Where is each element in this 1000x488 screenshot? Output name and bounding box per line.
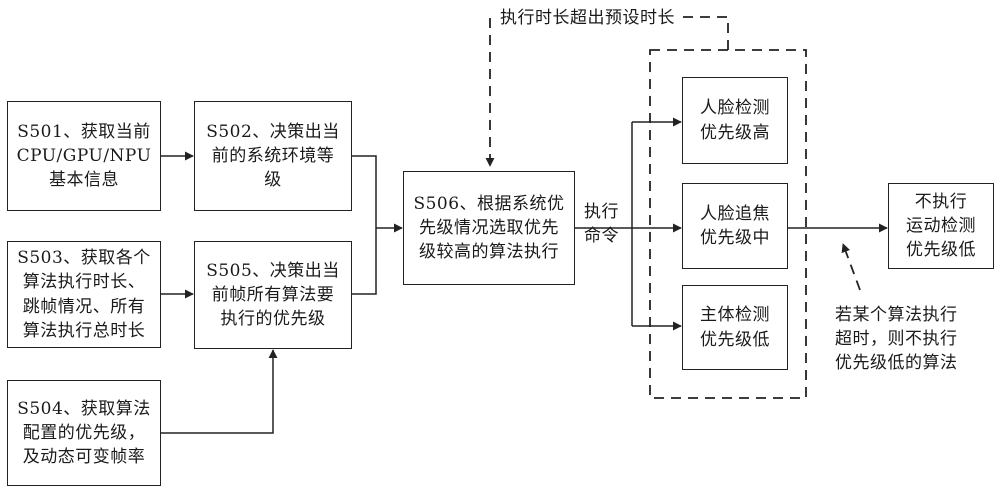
face-track-box: 人脸追焦 优先级中 — [682, 183, 788, 269]
step-s501-text: S501、获取当前 CPU/GPU/NPU 基本信息 — [16, 121, 152, 191]
step-s502-text: S502、决策出当 前的系统环境等 级 — [206, 121, 340, 191]
step-s502-box: S502、决策出当 前的系统环境等 级 — [194, 101, 352, 211]
arrow-s504-to-s505 — [160, 349, 278, 434]
subject-detect-text: 主体检测 优先级低 — [700, 305, 770, 350]
connector-s502-merge — [352, 155, 377, 228]
step-s501-box: S501、获取当前 CPU/GPU/NPU 基本信息 — [7, 101, 161, 211]
motion-box: 不执行 运动检测 优先级低 — [888, 183, 994, 269]
timeout-label: 执行时长超出预设时长 — [496, 6, 679, 31]
step-s505-text: S505、决策出当 前帧所有算法要 执行的优先级 — [206, 260, 340, 330]
face-track-text: 人脸追焦 优先级中 — [700, 203, 770, 248]
step-s506-text: S506、根据系统优 先级情况选取优先 级较高的算法执行 — [413, 193, 565, 263]
face-detect-box: 人脸检测 优先级高 — [682, 77, 788, 164]
step-s506-box: S506、根据系统优 先级情况选取优先 级较高的算法执行 — [403, 171, 575, 285]
command-label: 执行 命令 — [584, 202, 619, 247]
motion-text: 不执行 运动检测 优先级低 — [906, 191, 976, 261]
step-s505-box: S505、决策出当 前帧所有算法要 执行的优先级 — [194, 241, 352, 349]
timeout-feedback-dashed — [485, 16, 729, 167]
connector-s505-merge — [352, 228, 377, 295]
step-s503-box: S503、获取各个 算法执行时长、 跳帧情况、所有 算法执行总时长 — [7, 241, 161, 348]
step-s504-box: S504、获取算法 配置的优先级， 及动态可变帧率 — [7, 380, 161, 486]
note-pointer-dashed — [841, 243, 861, 291]
subject-detect-box: 主体检测 优先级低 — [682, 285, 788, 370]
step-s503-text: S503、获取各个 算法执行时长、 跳帧情况、所有 算法执行总时长 — [17, 248, 151, 341]
face-detect-text: 人脸检测 优先级高 — [700, 98, 770, 143]
timeout-note: 若某个算法执行 超时，则不执行 优先级低的算法 — [835, 305, 958, 374]
step-s504-text: S504、获取算法 配置的优先级， 及动态可变帧率 — [17, 398, 151, 468]
